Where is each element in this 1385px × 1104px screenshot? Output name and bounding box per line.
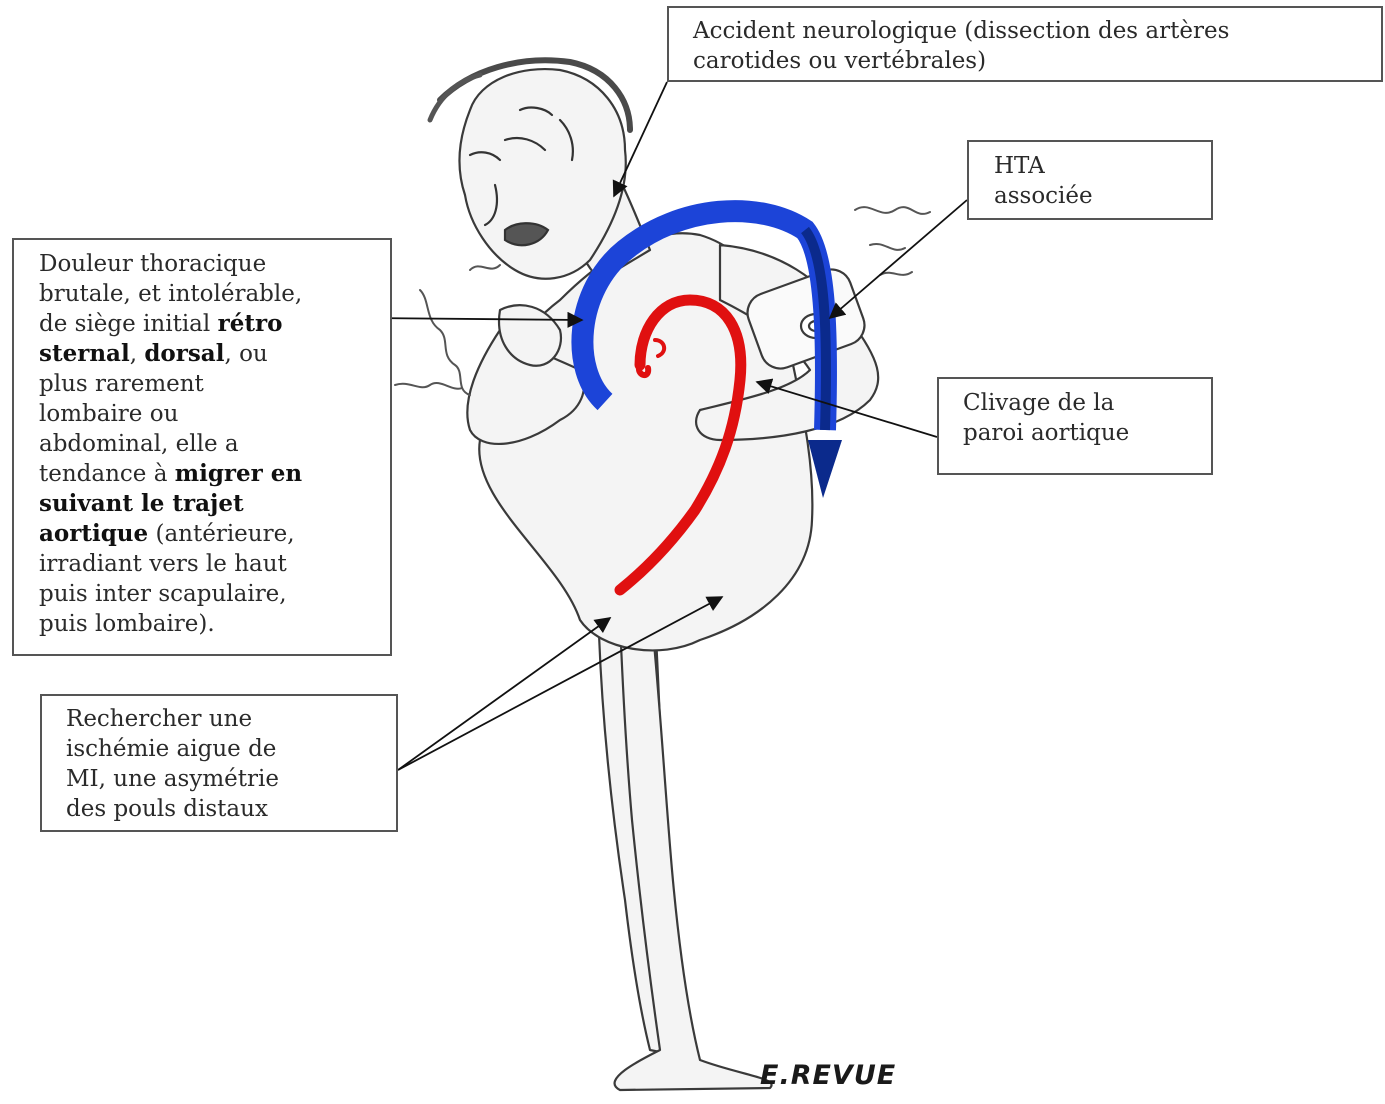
callout-line: paroi aortique (963, 418, 1211, 448)
bold-text: rétro (218, 310, 283, 337)
bold-text: dorsal (144, 340, 224, 367)
bold-text: migrer en (175, 460, 302, 487)
callout-line: sternal, dorsal, ou (39, 339, 390, 369)
callout-line: tendance à migrer en (39, 459, 390, 489)
callout-line: carotides ou vertébrales) (693, 46, 1381, 76)
callout-neurological-accident: Accident neurologique (dissection des ar… (667, 6, 1383, 82)
callout-line: lombaire ou (39, 399, 390, 429)
text-run: (antérieure, (148, 521, 294, 547)
callout-hta: HTA associée (967, 140, 1213, 220)
callout-aortic-wall-cleavage: Clivage de la paroi aortique (937, 377, 1213, 475)
bold-text: suivant le trajet (39, 490, 244, 517)
callout-line: MI, une asymétrie (66, 764, 396, 794)
front-leg (615, 600, 772, 1090)
callout-line: suivant le trajet (39, 489, 390, 519)
text-run: , (130, 341, 145, 367)
artist-signature: E.REVUE (760, 1060, 896, 1091)
callout-limb-ischemia: Rechercher une ischémie aigue de MI, une… (40, 694, 398, 832)
callout-line: brutale, et intolérable, (39, 279, 390, 309)
callout-thoracic-pain: Douleur thoracique brutale, et intolérab… (12, 238, 392, 656)
callout-line: associée (994, 181, 1211, 211)
bold-text: sternal (39, 340, 130, 367)
callout-line: Accident neurologique (dissection des ar… (693, 16, 1381, 46)
callout-line: irradiant vers le haut (39, 549, 390, 579)
callout-line: plus rarement (39, 369, 390, 399)
callout-line: Clivage de la (963, 388, 1211, 418)
text-run: , ou (224, 341, 267, 367)
callout-line: HTA (994, 151, 1211, 181)
callout-line: puis inter scapulaire, (39, 579, 390, 609)
text-run: tendance à (39, 461, 175, 487)
bold-text: aortique (39, 520, 148, 547)
callout-line: des pouls distaux (66, 794, 396, 824)
leader-ischemie-2 (398, 597, 722, 770)
callout-line: ischémie aigue de (66, 734, 396, 764)
leader-ischemie-1 (398, 618, 610, 770)
callout-line: de siège initial rétro (39, 309, 390, 339)
callout-line: abdominal, elle a (39, 429, 390, 459)
callout-line: Rechercher une (66, 704, 396, 734)
callout-line: aortique (antérieure, (39, 519, 390, 549)
callout-line: puis lombaire). (39, 609, 390, 639)
callout-line: Douleur thoracique (39, 249, 390, 279)
leader-hta (830, 200, 967, 318)
text-run: de siège initial (39, 311, 218, 337)
